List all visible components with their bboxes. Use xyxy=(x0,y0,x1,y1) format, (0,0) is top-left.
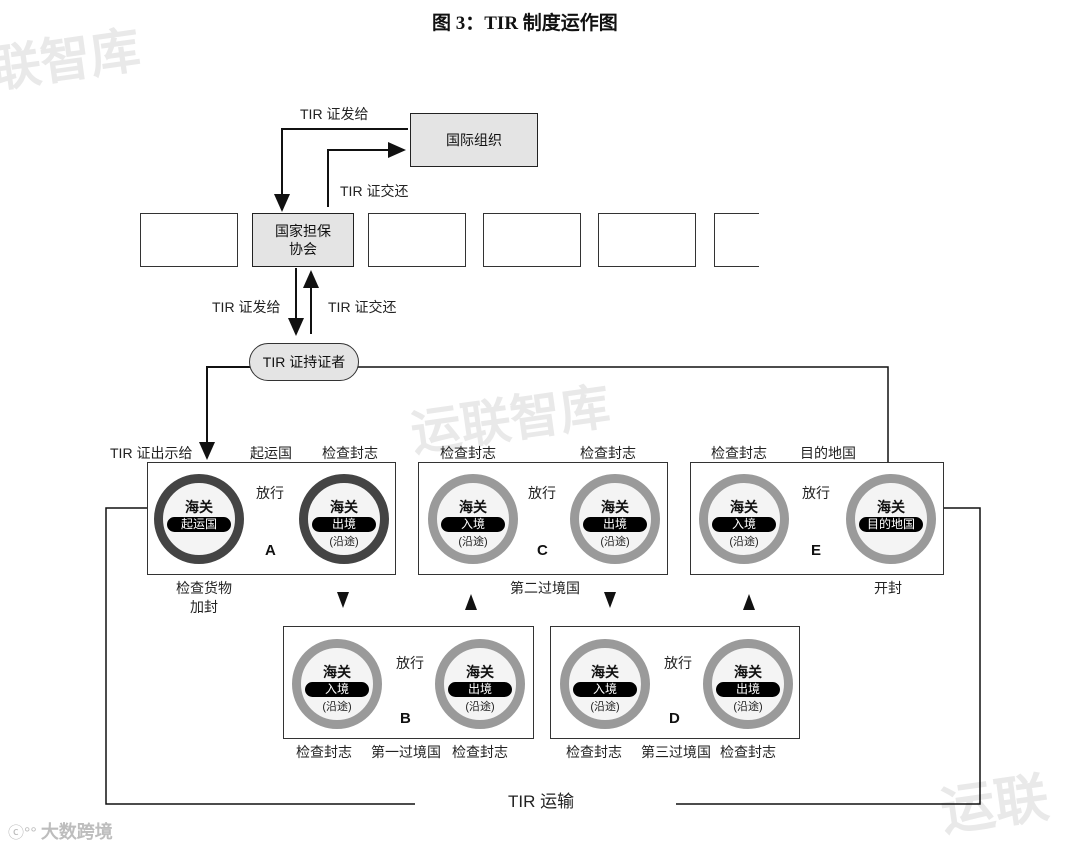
label-check-seal-a: 检查封志 xyxy=(322,445,378,461)
customs-destination-circle: 海关 目的地国 xyxy=(846,474,936,564)
release-label: 放行 xyxy=(396,655,424,671)
customs-sub-label: (沿途) xyxy=(590,701,620,713)
label-tir-transport: TIR 运输 xyxy=(508,792,575,811)
tir-holder-label: TIR 证持证者 xyxy=(262,354,346,370)
label-check-seal-e: 检查封志 xyxy=(711,445,767,461)
association-box-4 xyxy=(483,213,581,267)
customs-label: 海关 xyxy=(330,499,358,515)
label-tir-issue-top: TIR 证发给 xyxy=(300,106,369,122)
customs-label: 海关 xyxy=(877,499,905,515)
customs-band-label: 出境 xyxy=(312,517,376,532)
stage-letter: D xyxy=(669,710,680,727)
customs-label: 海关 xyxy=(466,664,494,680)
customs-band-label: 起运国 xyxy=(167,517,231,532)
label-open-seal: 开封 xyxy=(874,580,902,596)
customs-origin-circle: 海关 起运国 xyxy=(154,474,244,564)
customs-sub-label: (沿途) xyxy=(322,701,352,713)
stage-a-box: 海关 起运国 放行 海关 出境 (沿途) A xyxy=(147,462,396,575)
customs-label: 海关 xyxy=(323,664,351,680)
label-first-transit-country: 第一过境国 xyxy=(371,744,441,760)
customs-label: 海关 xyxy=(459,499,487,515)
customs-sub-label: (沿途) xyxy=(733,701,763,713)
customs-sub-label: (沿途) xyxy=(329,536,359,548)
international-organization-box: 国际组织 xyxy=(410,113,538,167)
label-destination-country: 目的地国 xyxy=(800,445,856,461)
stage-e-box: 海关 入境 (沿途) 放行 海关 目的地国 E xyxy=(690,462,944,575)
brand-logo-icon: ⓒ°° xyxy=(8,825,37,842)
label-second-transit-country: 第二过境国 xyxy=(510,580,580,596)
customs-exit-circle: 海关 出境 (沿途) xyxy=(570,474,660,564)
label-check-seal-c1: 检查封志 xyxy=(440,445,496,461)
customs-band-label: 出境 xyxy=(448,682,512,697)
release-label: 放行 xyxy=(528,485,556,501)
label-tir-issue-mid: TIR 证发给 xyxy=(212,299,281,315)
stage-letter: B xyxy=(400,710,411,727)
customs-entry-circle: 海关 入境 (沿途) xyxy=(560,639,650,729)
stage-letter: A xyxy=(265,542,276,559)
customs-label: 海关 xyxy=(730,499,758,515)
customs-band-label: 入境 xyxy=(305,682,369,697)
brand-name: 大数跨境 xyxy=(40,822,113,842)
customs-entry-circle: 海关 入境 (沿途) xyxy=(428,474,518,564)
customs-sub-label: (沿途) xyxy=(600,536,630,548)
brand-watermark: ⓒ°° 大数跨境 xyxy=(8,818,113,844)
label-third-transit-country: 第三过境国 xyxy=(641,744,711,760)
customs-entry-circle: 海关 入境 (沿途) xyxy=(699,474,789,564)
national-guarantee-association-label: 国家担保 协会 xyxy=(275,223,331,257)
label-seal: 加封 xyxy=(190,599,218,615)
customs-band-label: 入境 xyxy=(573,682,637,697)
label-b-check-seal-right: 检查封志 xyxy=(452,744,508,760)
release-label: 放行 xyxy=(802,485,830,501)
customs-label: 海关 xyxy=(601,499,629,515)
customs-band-label: 出境 xyxy=(716,682,780,697)
customs-exit-circle: 海关 出境 (沿途) xyxy=(703,639,793,729)
national-guarantee-association-box: 国家担保 协会 xyxy=(252,213,354,267)
association-box-1 xyxy=(140,213,238,267)
label-tir-return-top: TIR 证交还 xyxy=(340,183,409,199)
association-box-3 xyxy=(368,213,466,267)
label-b-check-seal-left: 检查封志 xyxy=(296,744,352,760)
customs-band-label: 入境 xyxy=(712,517,776,532)
customs-sub-label: (沿途) xyxy=(458,536,488,548)
label-d-check-seal-right: 检查封志 xyxy=(720,744,776,760)
customs-sub-label: (沿途) xyxy=(465,701,495,713)
customs-sub-label: (沿途) xyxy=(729,536,759,548)
stage-letter: E xyxy=(811,542,822,559)
customs-exit-circle: 海关 出境 (沿途) xyxy=(435,639,525,729)
label-check-goods: 检查货物 xyxy=(176,580,232,596)
customs-entry-circle: 海关 入境 (沿途) xyxy=(292,639,382,729)
label-d-check-seal-left: 检查封志 xyxy=(566,744,622,760)
release-label: 放行 xyxy=(256,485,284,501)
association-box-5 xyxy=(598,213,696,267)
stage-c-box: 海关 入境 (沿途) 放行 海关 出境 (沿途) C xyxy=(418,462,668,575)
customs-label: 海关 xyxy=(591,664,619,680)
diagram-title: 图 3：TIR 制度运作图 xyxy=(432,13,618,34)
customs-label: 海关 xyxy=(734,664,762,680)
association-box-6 xyxy=(714,213,759,267)
customs-exit-circle: 海关 出境 (沿途) xyxy=(299,474,389,564)
stage-d-box: 海关 入境 (沿途) 放行 海关 出境 (沿途) D xyxy=(550,626,800,739)
label-origin-country: 起运国 xyxy=(250,445,292,461)
customs-band-label: 目的地国 xyxy=(859,517,923,532)
customs-band-label: 入境 xyxy=(441,517,505,532)
label-check-seal-c2: 检查封志 xyxy=(580,445,636,461)
release-label: 放行 xyxy=(664,655,692,671)
label-tir-present: TIR 证出示给 xyxy=(110,445,193,461)
label-tir-return-mid: TIR 证交还 xyxy=(328,299,397,315)
customs-label: 海关 xyxy=(185,499,213,515)
international-organization-label: 国际组织 xyxy=(446,132,502,148)
stage-letter: C xyxy=(537,542,548,559)
customs-band-label: 出境 xyxy=(583,517,647,532)
tir-holder-pill: TIR 证持证者 xyxy=(249,343,359,381)
stage-b-box: 海关 入境 (沿途) 放行 海关 出境 (沿途) B xyxy=(283,626,534,739)
